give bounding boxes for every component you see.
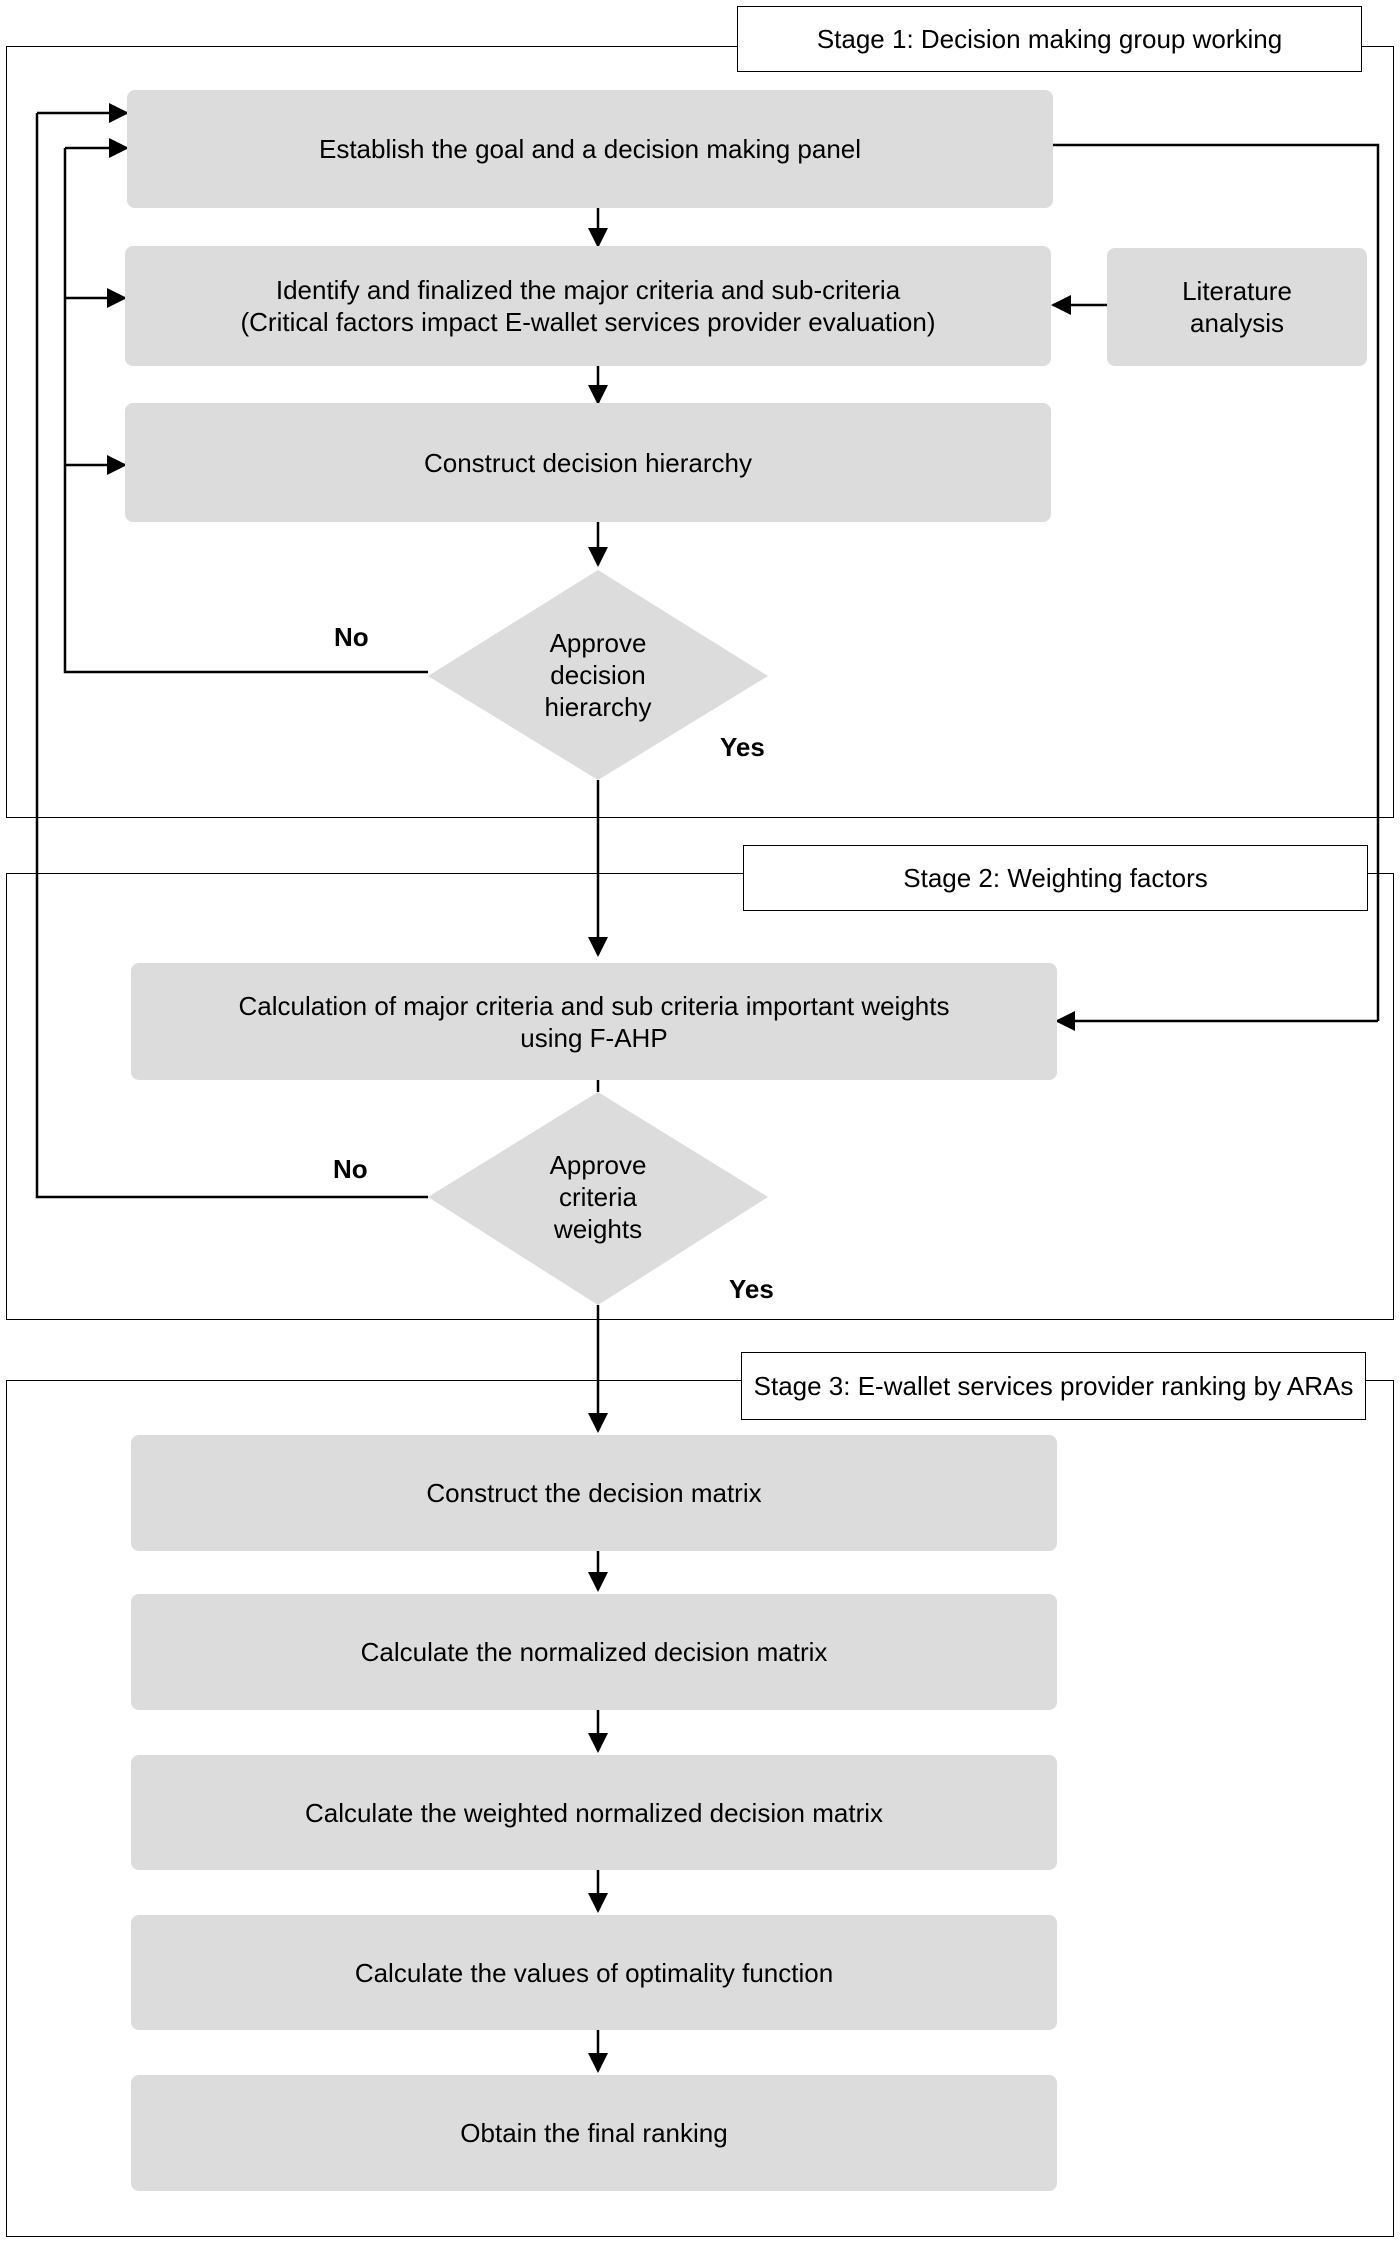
calculate-weights-box: Calculation of major criteria and sub cr… bbox=[131, 963, 1057, 1080]
construct-hierarchy-text: Construct decision hierarchy bbox=[423, 447, 753, 478]
yes-label-weights: Yes bbox=[729, 1274, 774, 1304]
final-ranking-box: Obtain the final ranking bbox=[131, 2075, 1057, 2191]
calculate-weights-text-2: using F-AHP bbox=[520, 1022, 668, 1053]
establish-goal-text: Establish the goal and a decision making… bbox=[318, 134, 862, 164]
stage-1-label: Stage 1: Decision making group working bbox=[737, 6, 1362, 72]
stage-2-frame bbox=[6, 873, 1394, 1320]
approve-weights-text: Approve criteria weights bbox=[549, 1150, 647, 1244]
identify-criteria-text-2: (Critical factors impact E-wallet servic… bbox=[240, 307, 936, 337]
no-label-weights: No bbox=[333, 1154, 368, 1184]
goal-to-calc-line bbox=[1053, 143, 1380, 1021]
weighted-matrix-text: Calculate the weighted normalized decisi… bbox=[304, 1797, 884, 1828]
construct-matrix-box: Construct the decision matrix bbox=[131, 1435, 1057, 1551]
weighted-matrix-box: Calculate the weighted normalized decisi… bbox=[131, 1755, 1057, 1870]
identify-criteria-text-1: Identify and finalized the major criteri… bbox=[275, 275, 901, 305]
construct-matrix-text: Construct the decision matrix bbox=[426, 1478, 762, 1508]
decision-diamond-hierarchy bbox=[428, 570, 768, 780]
optimality-values-text: Calculate the values of optimality funct… bbox=[354, 1957, 834, 1988]
yes-label-hierarchy: Yes bbox=[720, 732, 765, 762]
stage-2-label: Stage 2: Weighting factors bbox=[743, 845, 1368, 911]
literature-analysis-text: Literature analysis bbox=[1182, 276, 1292, 338]
stage-3-label: Stage 3: E-wallet services provider rank… bbox=[741, 1352, 1366, 1420]
establish-goal-box: Establish the goal and a decision making… bbox=[127, 90, 1053, 208]
no-loop-weights bbox=[35, 113, 428, 1199]
approve-hierarchy-text: Approve decision hierarchy bbox=[544, 628, 652, 722]
decision-diamond-weights bbox=[428, 1092, 768, 1305]
calculate-weights-text-1: Calculation of major criteria and sub cr… bbox=[238, 990, 950, 1021]
normalized-matrix-box: Calculate the normalized decision matrix bbox=[131, 1594, 1057, 1710]
literature-analysis-box: Literature analysis bbox=[1107, 248, 1367, 366]
normalized-matrix-text: Calculate the normalized decision matrix bbox=[360, 1637, 828, 1667]
identify-criteria-box: Identify and finalized the major criteri… bbox=[125, 246, 1051, 366]
construct-hierarchy-box: Construct decision hierarchy bbox=[125, 403, 1051, 522]
final-ranking-text: Obtain the final ranking bbox=[460, 2118, 728, 2148]
stage-3-frame bbox=[6, 1380, 1394, 2237]
stage-1-frame bbox=[6, 46, 1394, 818]
no-loop-hierarchy bbox=[63, 148, 428, 674]
optimality-values-box: Calculate the values of optimality funct… bbox=[131, 1915, 1057, 2030]
no-label-hierarchy: No bbox=[334, 622, 369, 652]
